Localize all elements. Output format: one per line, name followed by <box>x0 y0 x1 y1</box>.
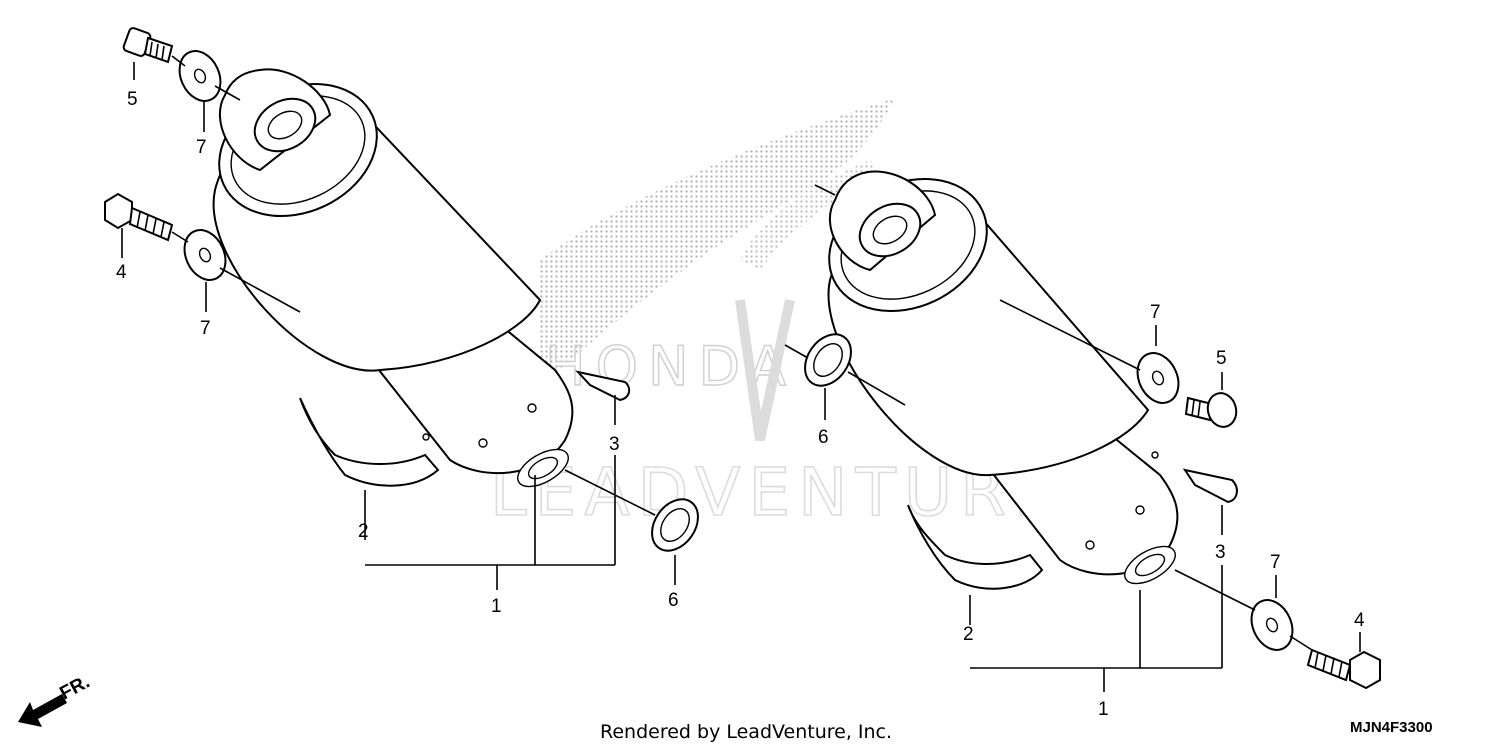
diagram-code: MJN4F3300 <box>1350 719 1433 736</box>
left-body-hole-2 <box>527 403 537 413</box>
right-shock-assembly <box>827 170 1238 590</box>
left-leader-lines <box>121 55 676 590</box>
left-bolt-4 <box>104 192 174 242</box>
left-dust-seal <box>575 370 631 402</box>
left-body-hole-3 <box>422 433 430 441</box>
render-credit: Rendered by LeadVenture, Inc. <box>600 721 892 743</box>
left-callout-1: 1 <box>491 596 502 617</box>
left-spring-cover <box>299 397 440 487</box>
right-body-hole-2 <box>1135 505 1145 515</box>
right-dust-seal <box>1182 468 1238 504</box>
left-bolt-5 <box>122 27 174 64</box>
right-hardware <box>804 333 1381 690</box>
left-body-hole-1 <box>478 438 488 448</box>
right-callout-6: 6 <box>818 427 829 448</box>
right-callout-5: 5 <box>1216 348 1227 369</box>
left-upper-bushing-hole <box>267 110 303 140</box>
left-shock-assembly <box>212 68 631 488</box>
brand-logo-text: HONDA <box>545 335 796 398</box>
right-callout-7-lower: 7 <box>1270 552 1281 573</box>
right-callout-7-upper: 7 <box>1150 302 1161 323</box>
right-body-hole-1 <box>1085 540 1095 550</box>
left-callout-3: 3 <box>609 434 620 455</box>
front-arrow-icon <box>18 694 67 727</box>
right-upper-bushing-hole <box>872 215 908 245</box>
front-direction-indicator: FR. <box>18 672 93 727</box>
left-callout-7-mid: 7 <box>200 318 211 339</box>
left-callout-4: 4 <box>116 262 127 283</box>
right-callout-1: 1 <box>1098 699 1109 720</box>
right-leader-lines <box>784 184 1361 692</box>
right-callout-4: 4 <box>1354 610 1365 631</box>
right-bolt-4 <box>1306 648 1381 690</box>
right-body-hole-3 <box>1151 451 1159 459</box>
left-callout-6: 6 <box>668 590 679 611</box>
left-callout-7-top: 7 <box>196 137 207 158</box>
right-callout-3: 3 <box>1215 542 1226 563</box>
right-bolt-5 <box>1184 392 1238 428</box>
right-spring-cover <box>907 504 1044 590</box>
right-callout-2: 2 <box>963 624 974 645</box>
left-hardware <box>104 27 699 552</box>
left-callout-5: 5 <box>127 89 138 110</box>
left-lower-bushing-hole <box>527 456 559 480</box>
left-callout-2: 2 <box>358 521 369 542</box>
right-lower-bushing-hole <box>1134 553 1166 577</box>
